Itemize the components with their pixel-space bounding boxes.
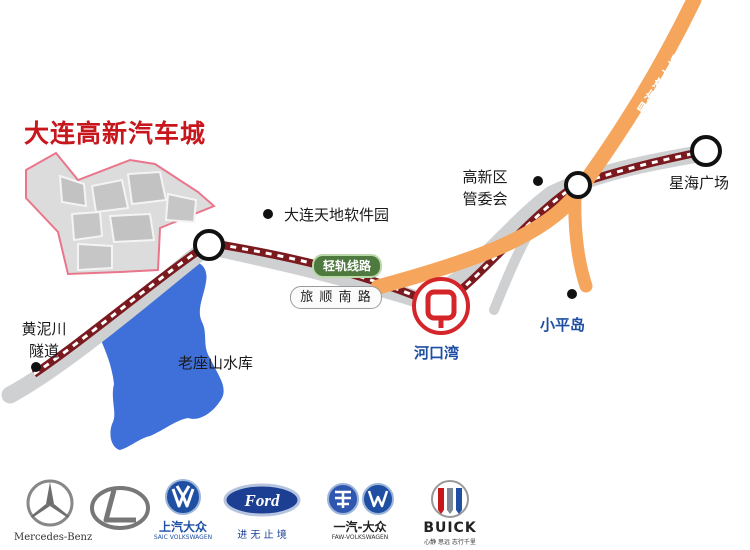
station-ring-icon[interactable] bbox=[690, 135, 722, 167]
brand-buick[interactable]: BUICK 心静 思远 志行千里 bbox=[408, 478, 492, 548]
car-city-building bbox=[77, 242, 113, 272]
vw-icon bbox=[165, 479, 201, 515]
buick-slogan: 心静 思远 志行千里 bbox=[424, 539, 476, 546]
label-tunnel-line2: 隧道 bbox=[28, 342, 59, 360]
car-city-building bbox=[108, 212, 156, 244]
road-name-tag: 旅 顺 南 路 bbox=[290, 286, 382, 309]
faw-vw-cn: 一汽-大众 bbox=[333, 520, 387, 534]
label-xinghai-square: 星海广场 bbox=[669, 174, 730, 192]
label-hq-line1: 高新区 bbox=[462, 168, 508, 186]
ford-oval-icon: Ford bbox=[223, 483, 301, 517]
car-city-building bbox=[164, 192, 198, 224]
buick-wordmark: BUICK bbox=[423, 520, 477, 536]
mercedes-star-icon bbox=[26, 479, 74, 527]
saic-vw-en: SAIC VOLKSWAGEN bbox=[153, 534, 213, 541]
label-tunnel: 黄泥川 隧道 bbox=[16, 318, 72, 362]
ford-slogan: 进 无 止 境 bbox=[237, 530, 287, 541]
saic-vw-cn: 上汽大众 bbox=[158, 520, 207, 534]
label-tunnel-line1: 黄泥川 bbox=[21, 320, 67, 338]
faw-icon bbox=[327, 483, 394, 515]
label-reservoir: 老座山水库 bbox=[178, 354, 254, 372]
reservoir-water[interactable] bbox=[100, 262, 224, 450]
map-title: 大连高新汽车城 bbox=[24, 119, 207, 148]
brand-saic-vw[interactable]: 上汽大众 SAIC VOLKSWAGEN bbox=[146, 478, 220, 548]
station-ring-icon[interactable] bbox=[564, 171, 592, 199]
location-dot-icon[interactable] bbox=[263, 209, 273, 219]
label-software-park: 大连天地软件园 bbox=[284, 206, 390, 224]
hekouwan-station-icon[interactable] bbox=[412, 277, 470, 335]
label-hekouwan: 河口湾 bbox=[414, 344, 460, 362]
car-city-building bbox=[70, 210, 104, 242]
rail-line-tag: 轻轨线路 bbox=[312, 254, 382, 278]
location-dot-icon[interactable] bbox=[31, 362, 41, 372]
location-dot-icon[interactable] bbox=[567, 289, 577, 299]
label-hq: 高新区 管委会 bbox=[446, 166, 524, 210]
car-city-building bbox=[126, 170, 168, 206]
xinghai-bridge-spur bbox=[568, 189, 593, 293]
buick-shield-icon bbox=[431, 480, 469, 518]
car-city-building bbox=[90, 178, 130, 214]
location-dot-icon[interactable] bbox=[533, 176, 543, 186]
xinghai-bridge-road[interactable] bbox=[370, 0, 702, 295]
label-hq-line2: 管委会 bbox=[462, 190, 508, 208]
station-ring-icon[interactable] bbox=[193, 229, 225, 261]
brand-faw-vw[interactable]: 一汽-大众 FAW-VOLKSWAGEN bbox=[318, 478, 402, 548]
lexus-l-icon bbox=[90, 486, 150, 530]
faw-vw-en: FAW-VOLKSWAGEN bbox=[331, 534, 389, 541]
brand-lexus[interactable] bbox=[88, 478, 152, 548]
brand-mercedes[interactable]: Mercedes-Benz bbox=[14, 478, 93, 548]
car-city-building bbox=[58, 174, 88, 208]
map-canvas bbox=[1, 0, 722, 450]
ford-badge-text: Ford bbox=[244, 491, 280, 510]
label-xiaopingdao: 小平岛 bbox=[540, 316, 586, 334]
mercedes-wordmark: Mercedes-Benz bbox=[14, 532, 93, 543]
brand-ford[interactable]: Ford 进 无 止 境 bbox=[222, 478, 302, 548]
